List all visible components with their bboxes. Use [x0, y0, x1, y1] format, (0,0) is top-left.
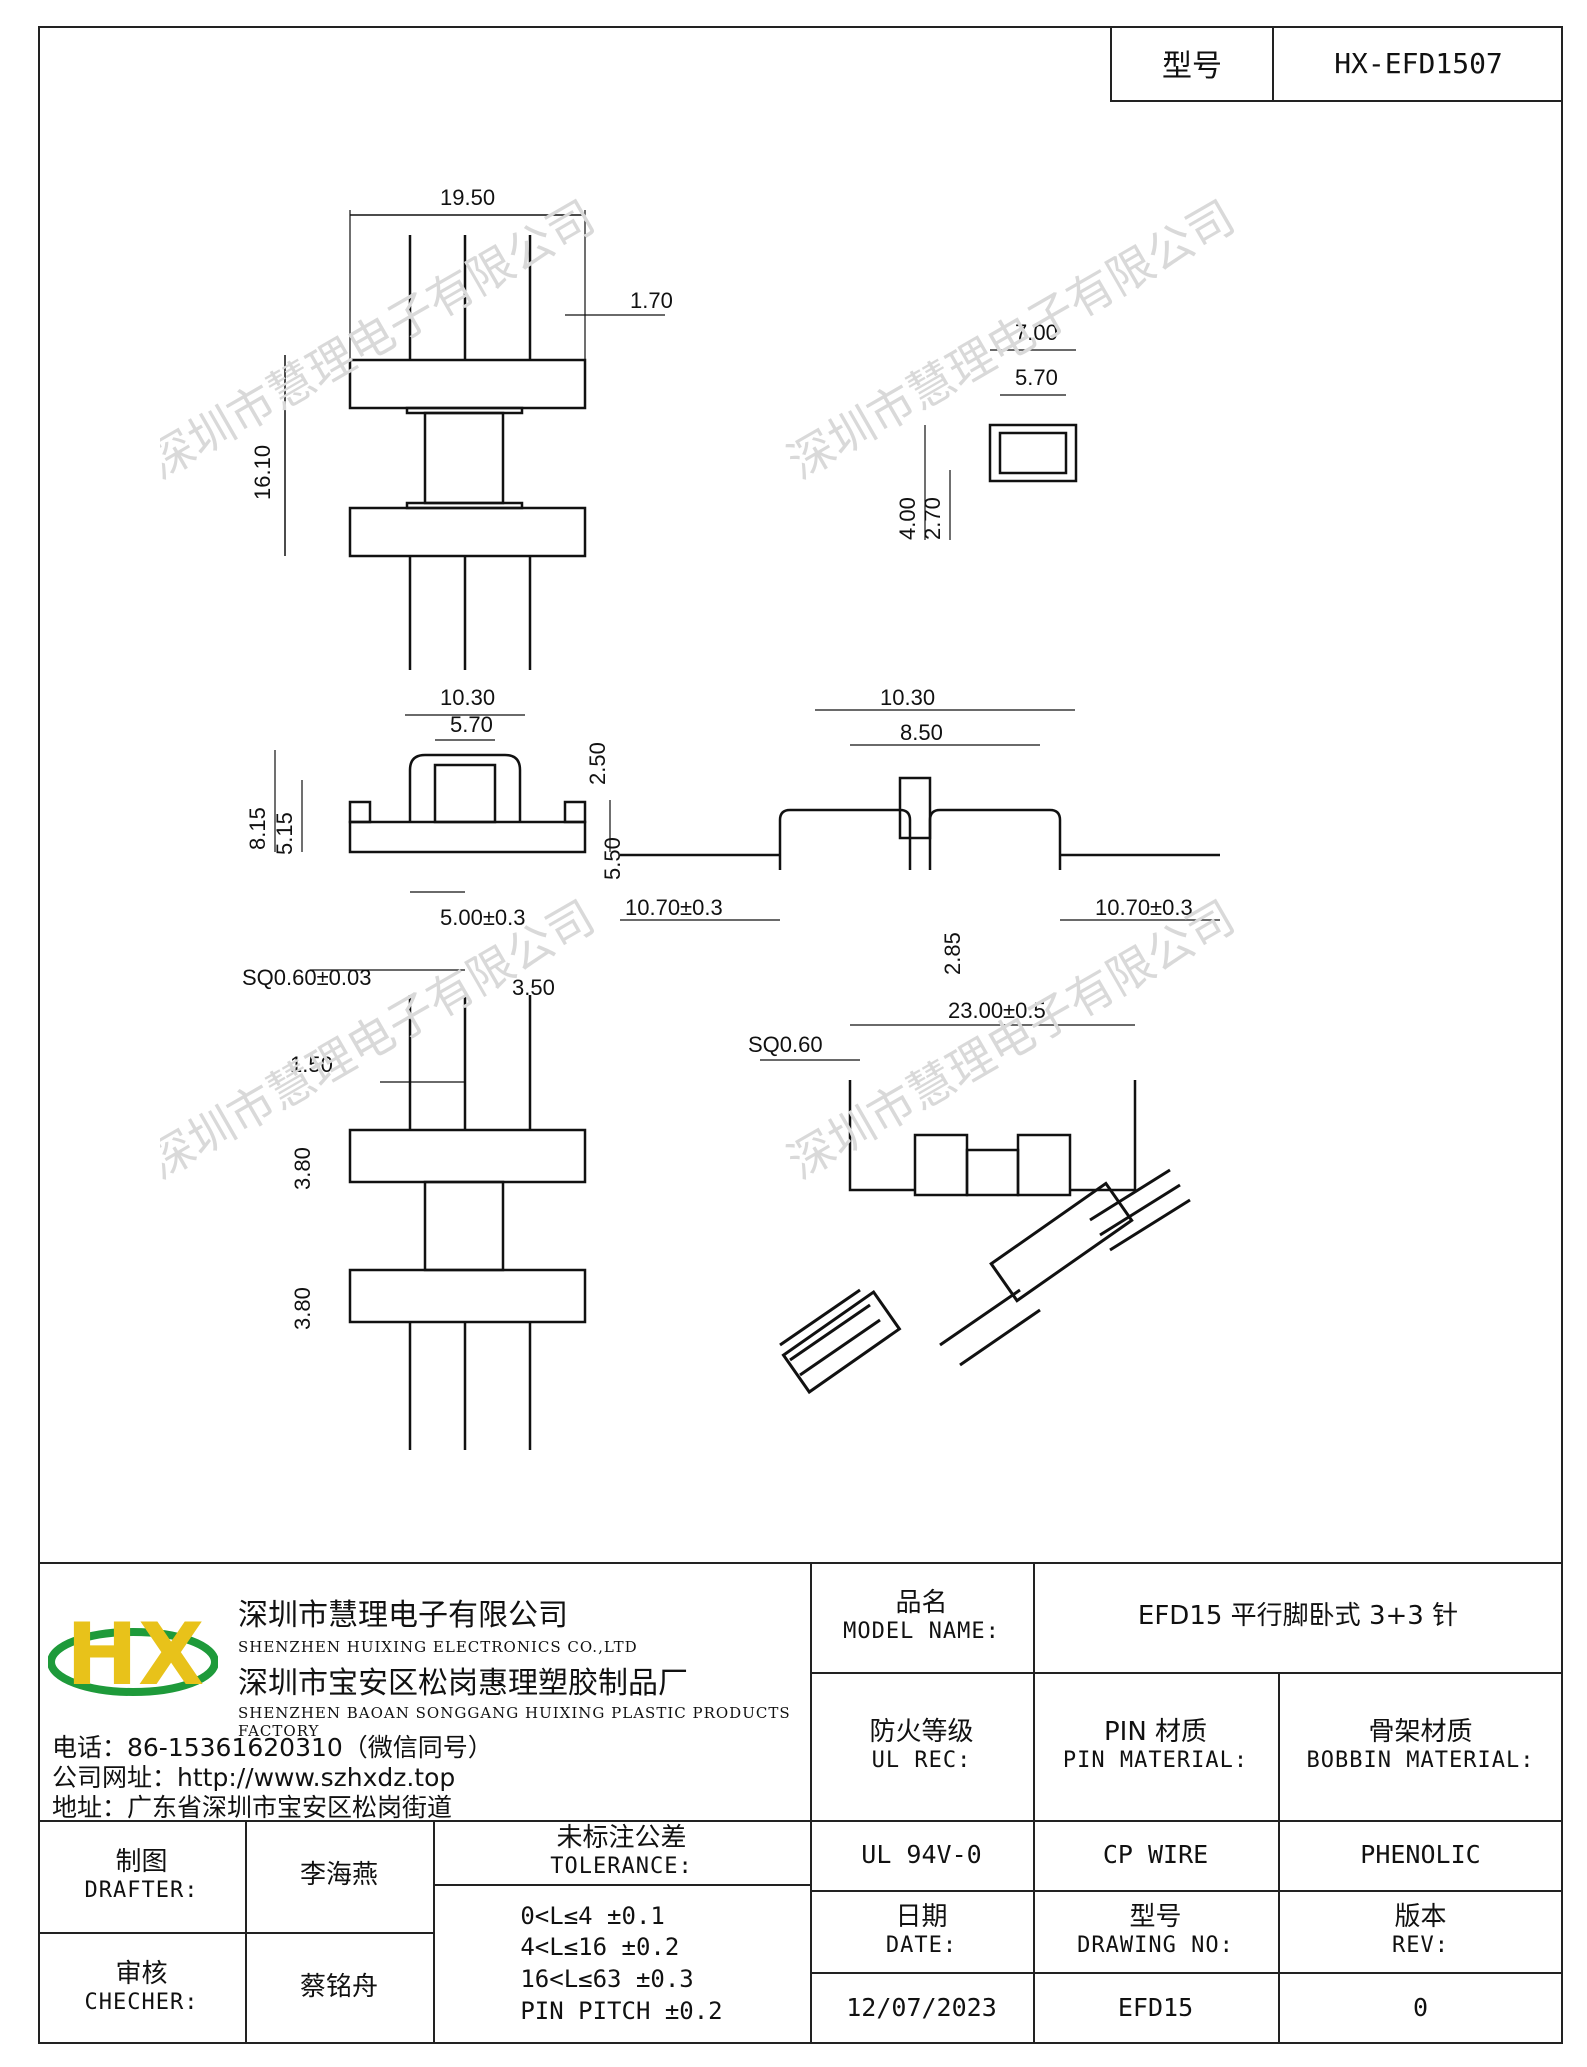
tolerance-values: 0<L≤4 ±0.1 4<L≤16 ±0.2 16<L≤63 ±0.3 PIN …: [433, 1884, 810, 2044]
watermark-1: 深圳市慧理电子有限公司: [160, 190, 604, 490]
model-name-label: 品名 MODEL NAME:: [843, 1588, 1000, 1645]
dim-box-inner: 5.70: [1015, 365, 1058, 390]
top-view: [284, 210, 665, 670]
dim-box-outer: 7.00: [1015, 320, 1058, 345]
model-label: 型号: [1112, 26, 1274, 100]
dim-side-h2: 5.15: [272, 812, 297, 855]
dim-pin-pitch: 5.00±0.3: [440, 905, 525, 930]
tb-line: [38, 1820, 1563, 1822]
factory-name-cn: 深圳市宝安区松岗惠理塑胶制品厂: [238, 1666, 688, 1701]
company-name-cn: 深圳市慧理电子有限公司: [238, 1598, 568, 1633]
dim-side-w: 10.30: [440, 685, 495, 710]
model-name-value: EFD15 平行脚卧式 3+3 针: [1137, 1601, 1459, 1632]
tb-line: [245, 1820, 247, 2044]
tb-line: [810, 1672, 1563, 1674]
company-phone: 电话：86-15361620310（微信同号）: [52, 1733, 493, 1762]
tb-line: [1278, 1672, 1280, 2044]
dim-pin-w: 1.50: [290, 1052, 333, 1077]
dim-span: 23.00±0.5: [948, 998, 1046, 1023]
dim-box-h: 4.00: [895, 497, 920, 540]
technical-drawing: 19.50 1.70 16.10 7.00 5.70 4.00 2.70 10.…: [139, 150, 1285, 1460]
dim-side-inner: 5.70: [450, 712, 493, 737]
side-view: [274, 714, 611, 893]
lead-profile-view: [760, 1024, 1137, 1197]
tb-line: [810, 1890, 1563, 1892]
bobbin-material-label: 骨架材质 BOBBIN MATERIAL:: [1306, 1717, 1535, 1774]
isometric-views: [779, 1168, 1191, 1395]
tb-top-line: [38, 1562, 1563, 1564]
dim-box-h2: 2.70: [920, 497, 945, 540]
company-logo: HX: [48, 1605, 218, 1705]
tolerance-line: PIN PITCH ±0.2: [520, 1996, 723, 2025]
ul-rec-value: UL 94V-0: [861, 1840, 982, 1869]
tb-line: [433, 1884, 810, 1886]
bottom-view: [310, 969, 587, 1450]
tb-line: [38, 1932, 433, 1934]
tb-line: [1033, 1562, 1035, 2044]
logo-swoosh: [48, 1628, 218, 1696]
tolerance-line: 0<L≤4 ±0.1: [520, 1901, 665, 1930]
watermark-3: 深圳市慧理电子有限公司: [160, 890, 604, 1190]
drawing-no-label: 型号 DRAWING NO:: [1077, 1902, 1234, 1959]
bobbin-material-value: PHENOLIC: [1360, 1840, 1481, 1869]
dim-lead-right: 10.70±0.3: [1095, 895, 1193, 920]
tolerance-line: 4<L≤16 ±0.2: [520, 1933, 680, 1962]
drawing-frame: [38, 26, 1563, 2044]
dim-flange2: 3.80: [290, 1287, 315, 1330]
dimension-labels: 19.50 1.70 16.10 7.00 5.70 4.00 2.70 10.…: [242, 185, 1193, 1330]
drawing-svg: 19.50 1.70 16.10 7.00 5.70 4.00 2.70 10.…: [139, 185, 1244, 1450]
tolerance-line: 16<L≤63 ±0.3: [520, 1965, 694, 1993]
watermark-4: 深圳市慧理电子有限公司: [779, 890, 1244, 1190]
logo-letters: HX: [66, 1605, 204, 1705]
company-name-en: SHENZHEN HUIXING ELECTRONICS CO.,LTD: [238, 1638, 638, 1656]
dim-top-width: 19.50: [440, 185, 495, 210]
checker-name: 蔡铭舟: [299, 1972, 378, 2003]
company-website[interactable]: 公司网址：http://www.szhxdz.top: [52, 1763, 456, 1792]
ul-rec-label: 防火等级 UL REC:: [869, 1717, 974, 1774]
drawing-no-value: EFD15: [1117, 1993, 1194, 2022]
dim-height: 16.10: [250, 445, 275, 500]
dim-pin-offset: 1.70: [630, 288, 673, 313]
rev-label: 版本 REV:: [1392, 1902, 1449, 1959]
watermarks: 深圳市慧理电子有限公司 深圳市慧理电子有限公司 深圳市慧理电子有限公司 深圳市慧…: [139, 190, 1244, 1190]
dim-lead-left: 10.70±0.3: [625, 895, 723, 920]
pin-material-label: PIN 材质 PIN MATERIAL:: [1062, 1717, 1249, 1774]
dim-front-drop: 2.85: [940, 932, 965, 975]
tb-line: [433, 1820, 435, 2044]
model-value: HX-EFD1507: [1334, 46, 1503, 80]
company-info: HX 深圳市慧理电子有限公司 SHENZHEN HUIXING ELECTRON…: [38, 1562, 810, 1822]
dim-side-h: 8.15: [245, 807, 270, 850]
dim-sq2: SQ0.60: [748, 1032, 823, 1057]
tb-line: [810, 1972, 1563, 1974]
title-block: HX 深圳市慧理电子有限公司 SHENZHEN HUIXING ELECTRON…: [38, 1562, 1563, 2044]
drafter-name: 李海燕: [299, 1860, 378, 1891]
tb-divider: [810, 1562, 812, 2044]
dim-side-top: 2.50: [585, 742, 610, 785]
company-address: 地址：广东省深圳市宝安区松岗街道: [52, 1793, 453, 1822]
dim-front-w: 10.30: [880, 685, 935, 710]
pin-material-value: CP WIRE: [1102, 1840, 1209, 1869]
checker-label: 审核 CHECHER:: [84, 1959, 199, 2016]
date-value: 12/07/2023: [846, 1993, 997, 2022]
model-number-box: 型号 HX-EFD1507: [1110, 26, 1563, 102]
date-label: 日期 DATE:: [885, 1902, 958, 1959]
watermark-2: 深圳市慧理电子有限公司: [779, 190, 1244, 490]
front-view: [620, 709, 1220, 921]
dim-flange1: 3.80: [290, 1147, 315, 1190]
tolerance-label: 未标注公差 TOLERANCE:: [550, 1823, 693, 1880]
drafter-label: 制图 DRAFTER:: [84, 1847, 199, 1904]
rev-value: 0: [1412, 1993, 1429, 2022]
dim-pin-spacing: 3.50: [512, 975, 555, 1000]
dim-side-right: 5.50: [600, 837, 625, 880]
dim-sq: SQ0.60±0.03: [242, 965, 372, 990]
cross-section-view: [924, 349, 1078, 540]
dim-front-inner: 8.50: [900, 720, 943, 745]
factory-name-en: SHENZHEN BAOAN SONGGANG HUIXING PLASTIC …: [238, 1704, 791, 1740]
